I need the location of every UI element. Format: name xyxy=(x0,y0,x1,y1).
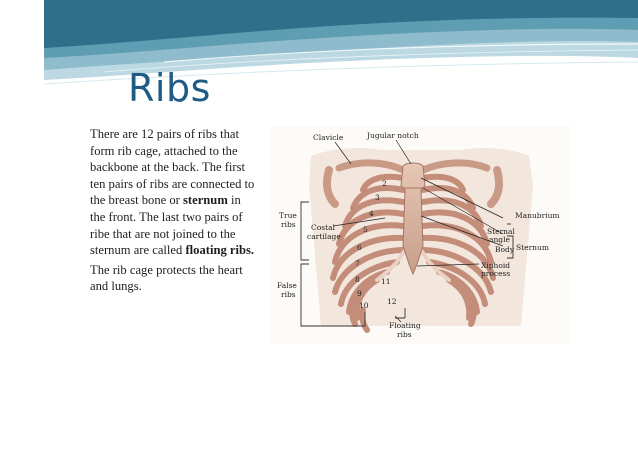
label-true-ribs-2: ribs xyxy=(281,220,296,229)
paragraph-rib-function: The rib cage protects the heart and lung… xyxy=(90,262,258,295)
rib-number: 3 xyxy=(375,193,380,202)
rib-number: 10 xyxy=(359,301,369,310)
label-true-ribs: True xyxy=(279,211,297,220)
rib-number: 7 xyxy=(355,259,360,268)
label-false-ribs-2: ribs xyxy=(281,290,296,299)
body-text: There are 12 pairs of ribs that form rib… xyxy=(90,126,258,298)
rib-cage-diagram: 2 3 4 5 6 7 8 9 10 11 12 xyxy=(271,126,571,344)
term-floating-ribs: floating ribs. xyxy=(185,243,254,257)
rib-number: 8 xyxy=(355,275,360,284)
term-sternum: sternum xyxy=(183,193,228,207)
rib-number: 9 xyxy=(357,289,362,298)
label-sternal-angle-2: angle xyxy=(489,235,511,244)
label-false-ribs: False xyxy=(277,281,297,290)
rib-number: 2 xyxy=(382,179,387,188)
rib-number: 4 xyxy=(369,209,374,218)
label-body: Body xyxy=(495,245,515,254)
label-costal-cartilage: Costal xyxy=(311,223,336,232)
rib-number: 11 xyxy=(381,277,391,286)
rib-number: 5 xyxy=(363,225,368,234)
rib-cage-illustration: 2 3 4 5 6 7 8 9 10 11 12 xyxy=(271,126,571,344)
paragraph-rib-facts: There are 12 pairs of ribs that form rib… xyxy=(90,126,258,259)
label-jugular-notch: Jugular notch xyxy=(366,131,419,140)
rib-number: 12 xyxy=(387,297,397,306)
label-sternum: Sternum xyxy=(516,243,549,252)
label-floating-ribs: Floating xyxy=(389,321,421,330)
slide-title: Ribs xyxy=(128,66,211,110)
rib-number: 6 xyxy=(357,243,362,252)
label-xiphoid-process-2: process xyxy=(481,269,510,278)
label-floating-ribs-2: ribs xyxy=(397,330,412,339)
label-clavicle: Clavicle xyxy=(313,133,344,142)
label-costal-cartilage-2: cartilage xyxy=(307,232,341,241)
label-manubrium: Manubrium xyxy=(515,211,560,220)
